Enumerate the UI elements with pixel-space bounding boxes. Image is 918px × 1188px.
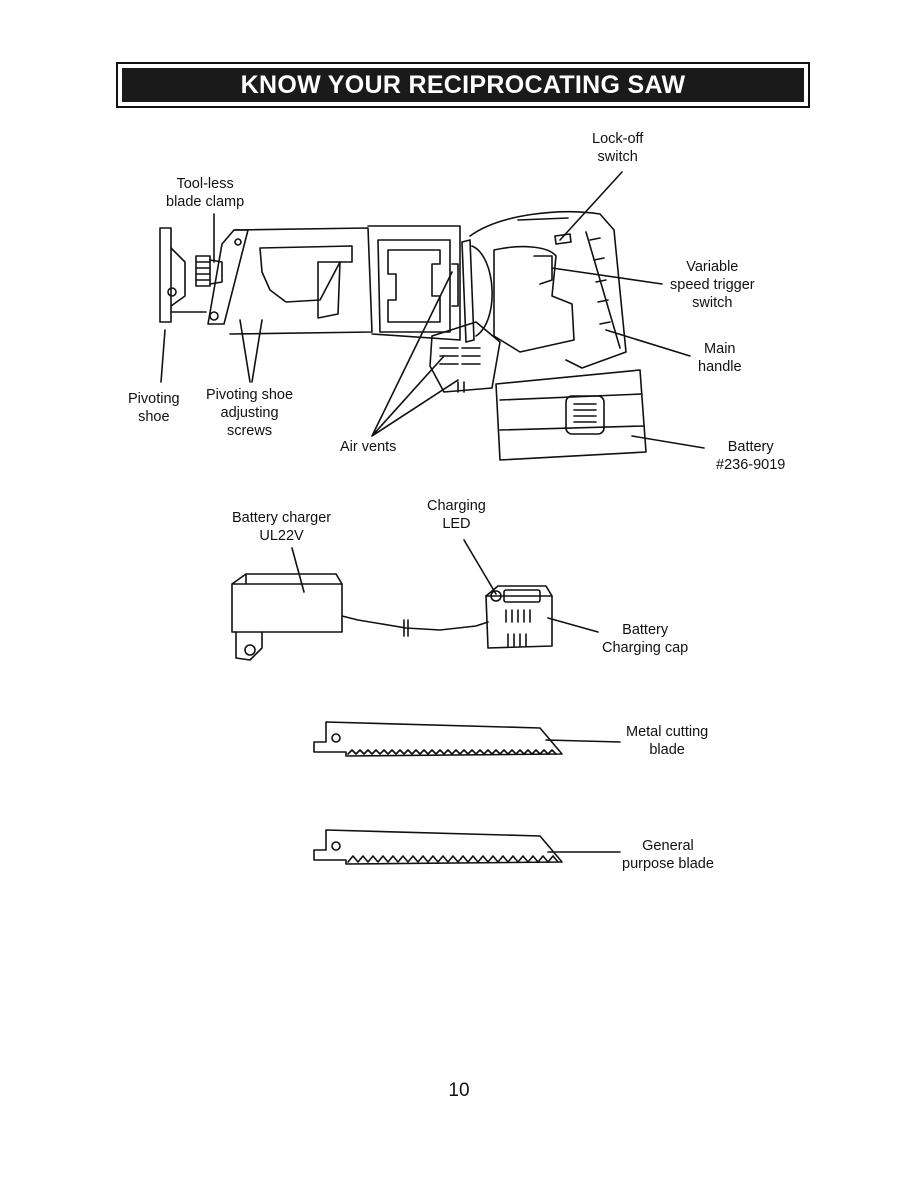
air-vents-label: Air vents [340, 439, 397, 455]
page-number: 10 [448, 1080, 470, 1101]
general-purpose-blade-illustration [313, 829, 621, 865]
title-bar: KNOW YOUR RECIPROCATING SAW [122, 68, 804, 102]
battery-label: Battery#236-9019 [716, 439, 786, 473]
title-frame: KNOW YOUR RECIPROCATING SAW [116, 62, 810, 108]
metal-cutting-blade-illustration [313, 721, 621, 757]
battery-charger-illustration [231, 539, 599, 661]
page-title: KNOW YOUR RECIPROCATING SAW [240, 70, 686, 99]
reciprocating-saw-illustration [159, 171, 705, 461]
